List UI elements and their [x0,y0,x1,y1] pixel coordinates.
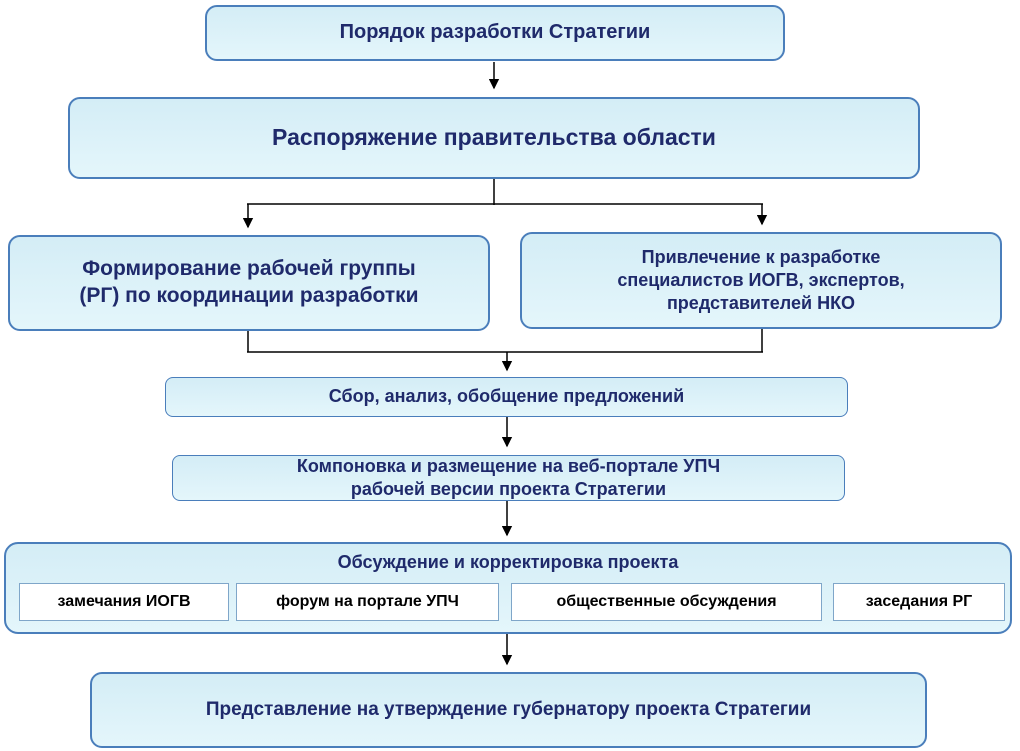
sub-box-public-discussions: общественные обсуждения [511,583,822,621]
sub-box-upch-portal-forum: форум на портале УПЧ [236,583,499,621]
government-decree-box: Распоряжение правительства области [68,97,920,179]
working-group-formation-box: Формирование рабочей группы (РГ) по коор… [8,235,490,331]
proposals-collection-box: Сбор, анализ, обобщение предложений [165,377,848,417]
sub-box-wg-meetings: заседания РГ [833,583,1005,621]
project-discussion-box: Обсуждение и корректировка проекта замеч… [4,542,1012,634]
strategy-development-order-box: Порядок разработки Стратегии [205,5,785,61]
project-discussion-title: Обсуждение и корректировка проекта [337,552,679,572]
web-portal-placement-box: Компоновка и размещение на веб-портале У… [172,455,845,501]
governor-approval-box: Представление на утверждение губернатору… [90,672,927,748]
sub-box-iogv-remarks: замечания ИОГВ [19,583,229,621]
specialists-involvement-box: Привлечение к разработке специалистов ИО… [520,232,1002,329]
